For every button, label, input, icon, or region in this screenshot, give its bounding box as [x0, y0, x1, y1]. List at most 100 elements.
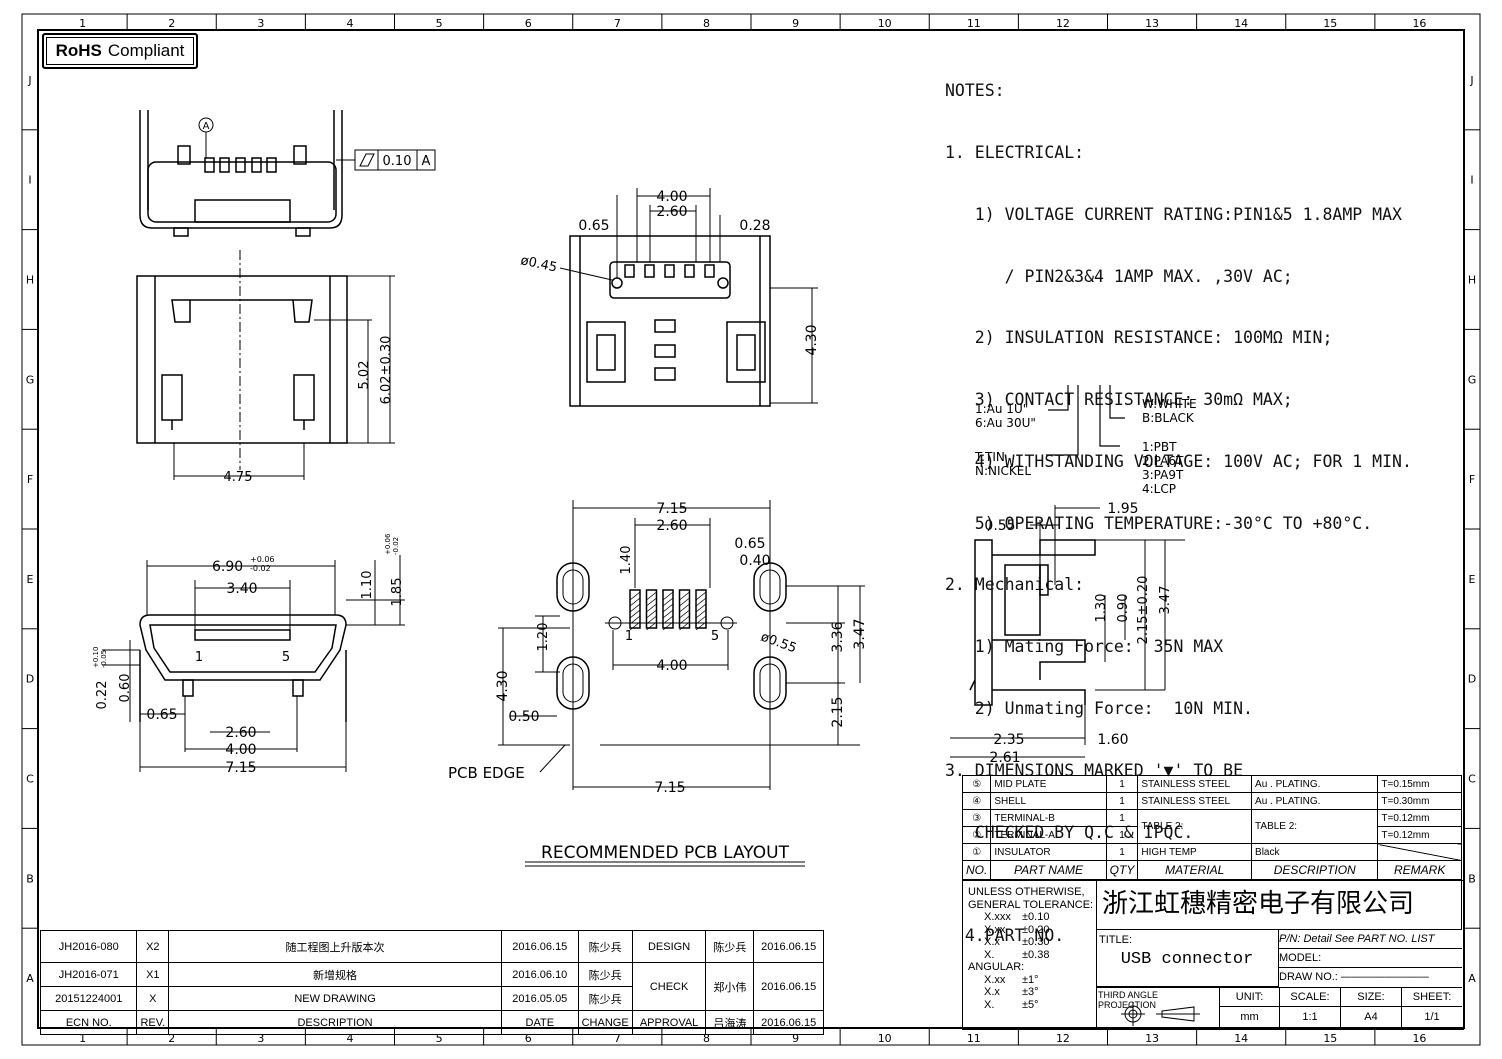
connector-side-view [136, 250, 395, 480]
rev-header-ecn: ECN NO. [39, 1010, 138, 1035]
pad-hatch [629, 603, 641, 613]
rev-header-change: CHANGE [577, 1010, 633, 1035]
grid-column-label: 12 [1056, 1032, 1070, 1045]
tolerance-format: X.xx [984, 973, 1006, 986]
legend-item: T:TIN [975, 450, 1005, 464]
grid-column-label: 11 [967, 1032, 981, 1045]
dim-6-90: 6.90 [212, 559, 243, 575]
grid-column-label: 1 [79, 17, 86, 30]
note-line: 2. Mechanical: [945, 575, 1085, 595]
note-line: 1) Mating Force: 35N MAX [945, 637, 1224, 657]
grid-row-label: B [1468, 872, 1476, 885]
grid-column-label: 9 [792, 17, 799, 30]
bom-remark [1377, 843, 1462, 861]
grid-column-label: 7 [614, 17, 621, 30]
dim-pcb-7-15: 7.15 [656, 501, 687, 517]
grid-column-label: 1 [79, 1032, 86, 1045]
legend-item: 1:Au 1U" [975, 402, 1029, 416]
grid-column-label: 14 [1234, 17, 1248, 30]
dim-6-90-tol-upper: +0.06 [250, 555, 275, 564]
title-cell: TITLE: USB connector [1096, 929, 1279, 987]
grid-column-label: 5 [436, 17, 443, 30]
bom-part-name: INSULATOR [990, 843, 1107, 861]
grid-column-label: 15 [1323, 17, 1337, 30]
pad-hatch [629, 609, 641, 619]
rev-date: 2016.05.05 [500, 986, 579, 1011]
bom-qty: 1 [1105, 809, 1139, 827]
approval-date: 2016.06.15 [753, 930, 825, 963]
dim-pcb-0-65: 0.65 [734, 536, 765, 552]
pad-hatch [662, 591, 674, 601]
rev-date: 2016.06.10 [500, 962, 579, 987]
connector-front-view [102, 555, 405, 772]
bom-part-name: TERMINAL-B [990, 809, 1107, 827]
dim-0-22-tol-lower: -0.05 [100, 650, 108, 668]
dim-pcb-1-40: 1.40 [619, 546, 634, 575]
bom-header-qty: QTY [1105, 860, 1139, 880]
rev-id: X2 [136, 930, 170, 963]
pad-hatch [679, 609, 690, 619]
pad-hatch [695, 609, 707, 619]
company-name: 浙江虹穗精密电子有限公司 [1096, 880, 1462, 930]
unit-value: mm [1219, 1006, 1280, 1028]
grid-column-label: 10 [878, 1032, 892, 1045]
bom-header-no: NO. [961, 860, 992, 880]
bom-header-description: DESCRIPTION [1251, 860, 1379, 880]
dim-7-15: 7.15 [225, 760, 256, 776]
grid-row-label: E [27, 573, 34, 586]
dim-pcb-4-00: 4.00 [656, 658, 687, 674]
grid-row-label: A [1468, 972, 1476, 985]
dim-1-85: 1.85 [390, 578, 405, 607]
dim-pcb-7-15-bottom: 7.15 [654, 780, 685, 796]
pcb-pad [678, 589, 691, 629]
pcb-pad [645, 589, 658, 629]
bom-part-name: SHELL [990, 792, 1107, 810]
legend-material: 1:PBT 2:PA6T 3:PA9T 4:LCP [1142, 440, 1183, 496]
tolerance-value: ±0.38 [1022, 948, 1050, 961]
legend-item: N:NICKEL [975, 464, 1032, 478]
part-number-leaders [1046, 385, 1125, 456]
bom-header-name: PART NAME [990, 860, 1107, 880]
bom-qty: 1 [1105, 792, 1139, 810]
grid-row-label: J [27, 74, 31, 87]
note-line: 3) CONTACT RESISTANCE: 30mΩ MAX; [945, 390, 1293, 410]
tolerance-format: X.x [984, 936, 1000, 948]
dim-6-02: 6.02±0.30 [379, 336, 394, 405]
pad-hatch [695, 603, 707, 613]
tolerance-row: X.±5° [968, 999, 1096, 1012]
grid-row-label: C [26, 773, 34, 786]
bom-material: STAINLESS STEEL [1137, 792, 1253, 810]
dim-pcb-dia-0-55: ø0.55 [759, 630, 799, 657]
dim-1-85-tol-upper: +0.06 [384, 533, 392, 555]
tolerance-value: ±0.10 [1022, 911, 1050, 923]
model-field: MODEL: [1278, 948, 1462, 968]
tolerance-format: X.xxx [984, 911, 1011, 923]
dim-pcb-1-20: 1.20 [536, 623, 551, 652]
tolerance-row: X.xx±1° [968, 974, 1096, 987]
tolerance-row: X.±0.38 [968, 949, 1096, 962]
draw-number-field: DRAW NO.: ———————— [1278, 967, 1462, 988]
tolerance-heading: UNLESS OTHERWISE, [968, 886, 1085, 898]
grid-column-label: 9 [792, 1032, 799, 1045]
dim-0-60: 0.60 [118, 674, 133, 703]
legend-finish: T:TIN N:NICKEL [975, 450, 1031, 478]
legend-item: 6:Au 30U" [975, 416, 1036, 430]
pad-hatch [695, 597, 707, 607]
rev-ecn: 20151224001 [39, 986, 138, 1011]
approval-name: 郑小伟 [705, 962, 755, 1011]
grid-row-label: G [26, 373, 35, 386]
connector-plan-view [559, 188, 818, 407]
angular-heading: ANGULAR: [968, 961, 1025, 973]
note-line: 1) VOLTAGE CURRENT RATING:PIN1&5 1.8AMP … [945, 204, 1402, 224]
notes-title: NOTES: [945, 81, 1005, 101]
dim-4-00: 4.00 [225, 742, 256, 758]
rev-header-description: DESCRIPTION [168, 1010, 502, 1035]
grid-column-label: 7 [614, 1032, 621, 1045]
approval-role: DESIGN [631, 930, 707, 963]
bom-no: ③ [961, 809, 992, 827]
pin-1-label: 1 [195, 650, 203, 665]
legend-plating: 1:Au 1U" 6:Au 30U" [975, 402, 1036, 430]
